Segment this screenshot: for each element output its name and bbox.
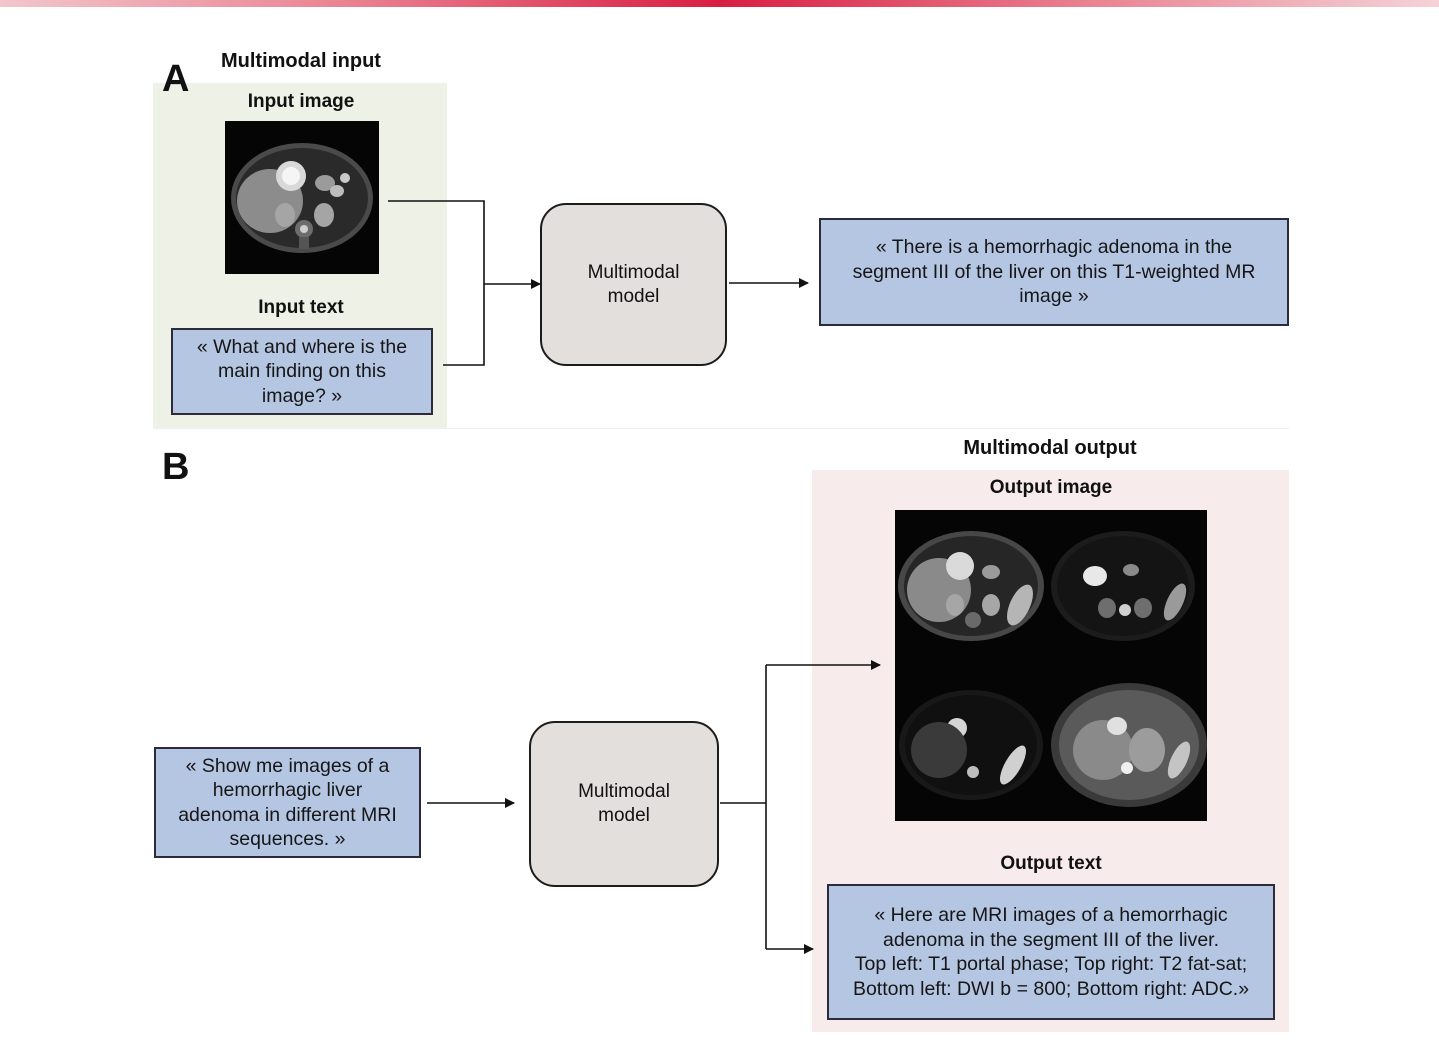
input-image-label: Input image <box>247 91 355 112</box>
output-mri-image-grid <box>895 510 1207 821</box>
multimodal-input-heading: Multimodal input <box>221 50 381 72</box>
input-text-box-b: « Show me images of a hemorrhagic liver … <box>154 747 421 858</box>
input-text-content: « What and where is the main finding on … <box>196 335 408 407</box>
output-text-content-b: « Here are MRI images of a hemorrhagic a… <box>852 904 1250 1000</box>
output-text-box-b: « Here are MRI images of a hemorrhagic a… <box>827 884 1275 1020</box>
mri-dwi-b800 <box>899 690 1043 800</box>
connector-model-to-split-b <box>720 665 767 949</box>
multimodal-model-box-b: Multimodal model <box>529 721 719 887</box>
top-accent-bar <box>0 0 1439 7</box>
output-text-content-a: « There is a hemorrhagic adenoma in the … <box>852 236 1256 308</box>
mri-adc <box>1051 683 1207 807</box>
input-text-content-b: « Show me images of a hemorrhagic liver … <box>178 754 397 851</box>
panel-a-letter: A <box>162 58 189 100</box>
multimodal-model-box-a: Multimodal model <box>540 203 727 366</box>
output-image-label: Output image <box>989 477 1113 498</box>
multimodal-output-heading: Multimodal output <box>963 437 1137 459</box>
connector-image-to-model <box>388 200 485 366</box>
input-text-label: Input text <box>258 297 344 318</box>
panel-divider <box>153 428 1289 429</box>
output-text-box-a: « There is a hemorrhagic adenoma in the … <box>819 218 1289 326</box>
input-text-box: « What and where is the main finding on … <box>171 328 433 415</box>
panel-b-letter: B <box>162 446 189 488</box>
mri-t2-fat-sat <box>1051 531 1195 641</box>
mri-t1-portal-phase <box>898 531 1044 641</box>
output-text-label: Output text <box>1000 853 1102 874</box>
input-mri-image <box>225 121 379 274</box>
